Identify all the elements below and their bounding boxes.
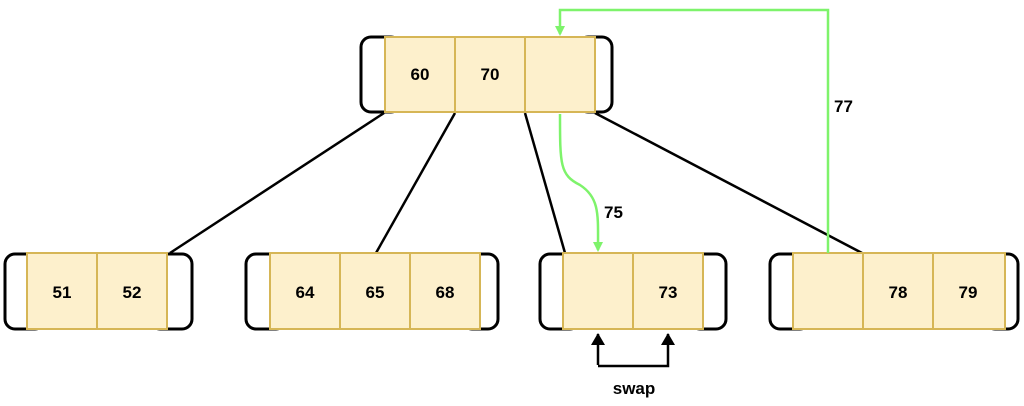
down-arrow-label: 75 [604, 203, 623, 222]
leaf-node-4: 78 79 [768, 252, 1020, 331]
swap-connector [596, 334, 670, 368]
leaf2-key-cell [339, 252, 411, 330]
root-key-cell [454, 36, 526, 113]
leaf4-key-cell [792, 252, 864, 330]
leaf1-key: 51 [53, 283, 72, 302]
edge-root-leaf4 [594, 111, 863, 255]
leaf2-key: 64 [296, 283, 315, 302]
swap-arrowhead-left [591, 333, 605, 345]
leaf2-key: 65 [366, 283, 385, 302]
leaf4-key: 79 [959, 283, 978, 302]
leaf2-key: 68 [436, 283, 455, 302]
tree-edges [169, 111, 863, 255]
root-key: 70 [481, 65, 500, 84]
edge-root-leaf3 [523, 112, 567, 254]
leaf2-key-cell [409, 252, 481, 330]
root-key-cell [524, 36, 596, 113]
edge-root-leaf1 [169, 111, 385, 255]
leaf1-key: 52 [123, 283, 142, 302]
leaf3-key-cell [562, 252, 634, 330]
swap-label: swap [613, 379, 656, 398]
root-key-cell [384, 36, 456, 113]
leaf1-key-cell [96, 252, 168, 330]
leaf3-key-cell [632, 252, 704, 330]
leaf-node-3: 73 [538, 252, 728, 331]
leaf4-key-cell [932, 252, 1006, 330]
green-arrow-down [558, 113, 604, 252]
root-node: 60 70 [359, 35, 614, 114]
leaf-node-1: 51 52 [3, 252, 194, 331]
leaf2-key-cell [269, 252, 341, 330]
leaf4-key-cell [862, 252, 934, 330]
green-arrow-up [555, 8, 830, 253]
root-key: 60 [411, 65, 430, 84]
leaf3-key: 73 [659, 283, 678, 302]
swap-arrow: swap [591, 333, 675, 398]
leaf1-key-cell [26, 252, 98, 330]
leaf4-key: 78 [889, 283, 908, 302]
up-arrow-label: 77 [834, 97, 853, 116]
edge-root-leaf2 [374, 112, 457, 254]
swap-arrowhead-right [661, 333, 675, 345]
leaf-node-2: 64 65 68 [244, 252, 500, 331]
